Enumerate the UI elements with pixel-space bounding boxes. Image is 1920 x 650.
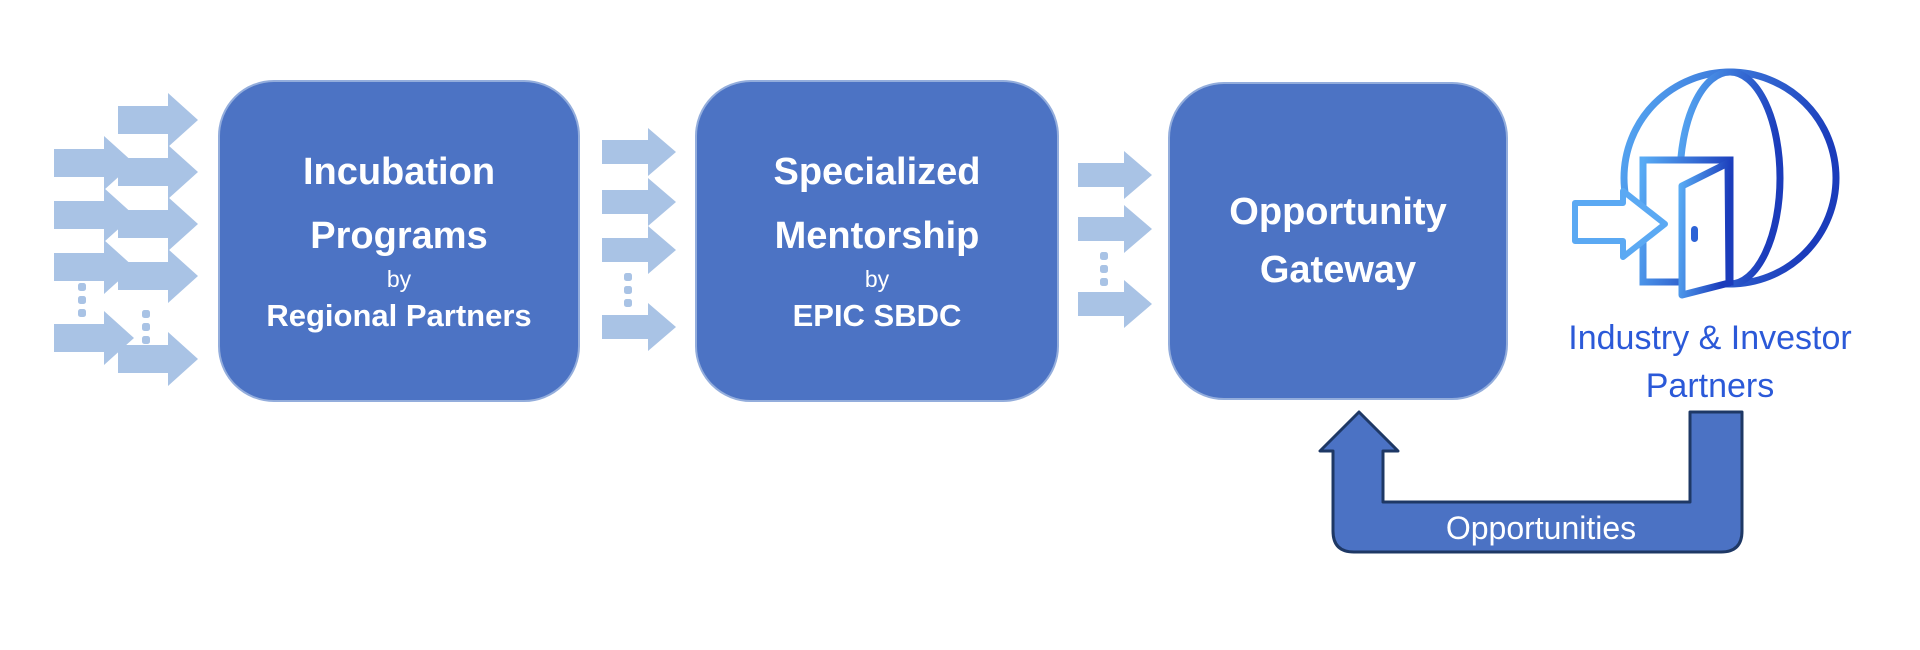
stage-box-incubation: Incubation Programs by Regional Partners <box>218 80 580 402</box>
vertical-ellipsis-icon <box>78 283 86 317</box>
entry-arrow-icon <box>1572 188 1668 260</box>
flow-arrow-icon <box>602 128 676 176</box>
stage-title-line: Gateway <box>1259 249 1417 291</box>
stage-by-label: by <box>864 266 890 292</box>
stage-org-label: Regional Partners <box>266 298 532 333</box>
flow-arrow-icon <box>118 249 198 303</box>
flow-arrow-icon <box>602 303 676 351</box>
flow-arrow-icon <box>54 188 134 242</box>
stage-box-mentorship: Specialized Mentorship by EPIC SBDC <box>695 80 1059 402</box>
flow-arrow-icon <box>1078 151 1152 199</box>
door-handle <box>1691 226 1698 242</box>
vertical-ellipsis-icon <box>624 273 632 307</box>
door-leaf <box>1678 159 1733 299</box>
flow-arrow-icon <box>1078 205 1152 253</box>
stage-box-gateway: Opportunity Gateway <box>1168 82 1508 400</box>
stage-title-line: Opportunity <box>1229 191 1447 233</box>
flow-arrow-icon <box>118 332 198 386</box>
flow-arrow-icon <box>118 93 198 147</box>
flow-arrow-icon <box>54 240 134 294</box>
partner-label: Industry & Investor Partners <box>1540 314 1880 410</box>
stage-title-line: Incubation <box>302 151 496 193</box>
stage-by-label: by <box>386 266 412 292</box>
flow-arrow-icon <box>602 226 676 274</box>
globe-door-icon <box>1572 68 1840 299</box>
vertical-ellipsis-icon <box>142 310 150 344</box>
vertical-ellipsis-icon <box>1100 252 1108 286</box>
stage-title-line: Programs <box>310 215 488 257</box>
flow-arrow-icon <box>602 178 676 226</box>
flow-arrow-icon <box>54 136 134 190</box>
flow-arrow-icon <box>54 311 134 365</box>
flow-arrow-icon <box>118 145 198 199</box>
flow-arrow-icon <box>1078 280 1152 328</box>
partner-label-line: Partners <box>1645 367 1775 405</box>
stage-org-label: EPIC SBDC <box>792 298 962 333</box>
feedback-label: Opportunities <box>1445 510 1637 546</box>
stage-title-line: Mentorship <box>774 215 980 257</box>
flow-arrow-icon <box>118 197 198 251</box>
partner-label-line: Industry & Investor <box>1568 319 1852 357</box>
stage-title-line: Specialized <box>773 151 981 193</box>
